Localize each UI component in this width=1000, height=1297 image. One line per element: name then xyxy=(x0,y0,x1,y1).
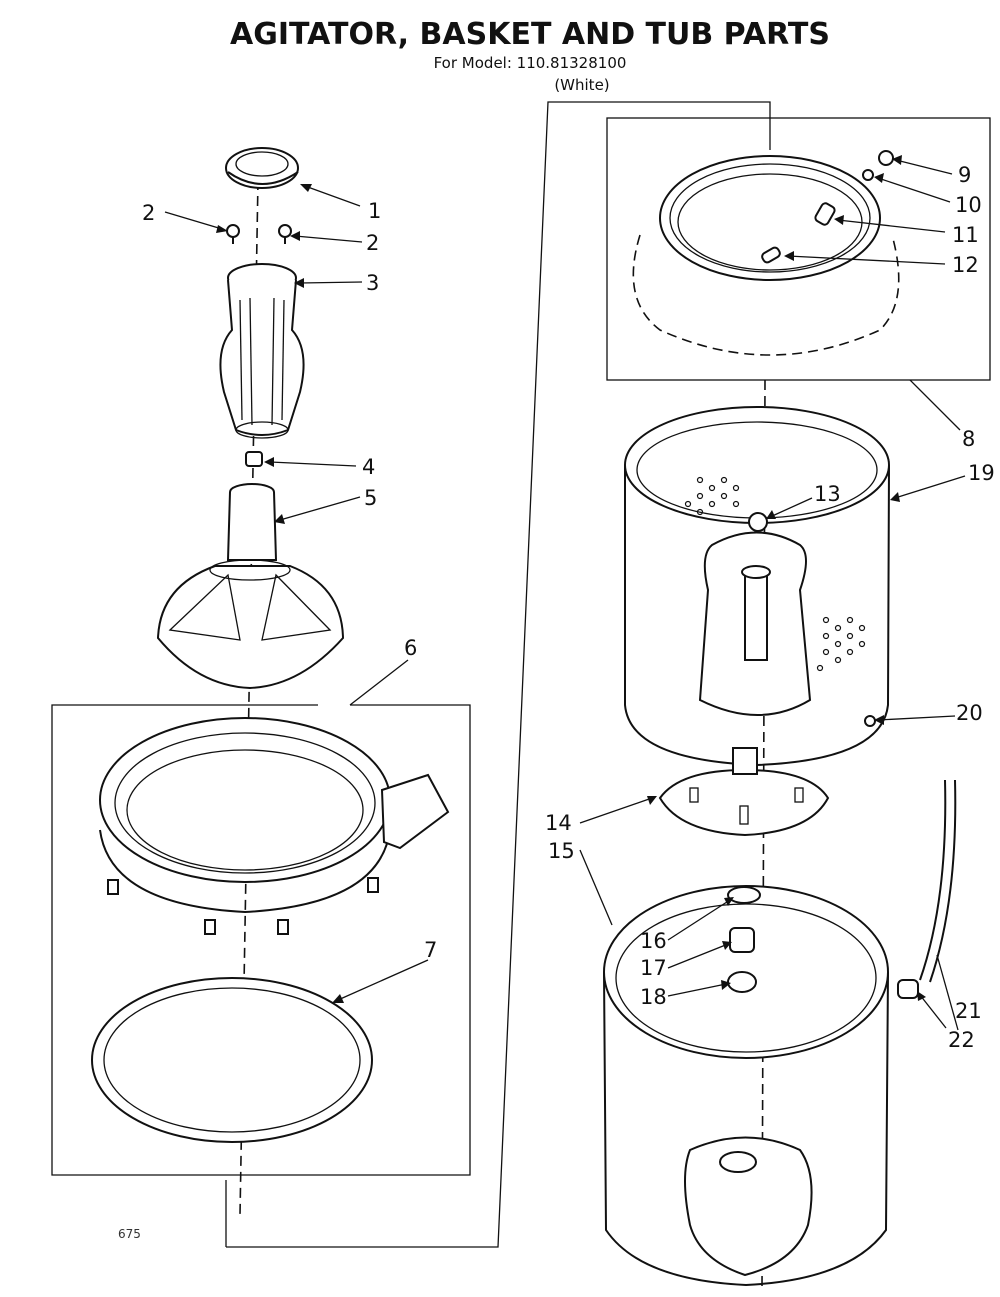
callout-11: 11 xyxy=(952,223,979,247)
callout-21: 21 xyxy=(955,999,982,1023)
callout-14: 14 xyxy=(545,811,572,835)
hose-clamp xyxy=(897,979,919,999)
basket-holes-lower xyxy=(816,616,866,672)
ring-nut xyxy=(878,150,894,166)
corner-note: 675 xyxy=(118,1227,141,1241)
leader-lines xyxy=(164,155,966,1031)
screw-left xyxy=(226,224,240,244)
callout-1: 1 xyxy=(368,199,381,223)
ring-bracket xyxy=(814,202,836,226)
callout-7: 7 xyxy=(424,938,437,962)
callout-9: 9 xyxy=(958,163,971,187)
callout-22: 22 xyxy=(948,1028,975,1052)
callout-16: 16 xyxy=(640,929,667,953)
ring-washer xyxy=(862,169,874,181)
callout-3: 3 xyxy=(366,271,379,295)
color-line: (White) xyxy=(554,76,609,94)
callout-labels: 1 2 2 3 4 5 6 7 8 9 10 11 12 13 14 15 16… xyxy=(142,163,995,1052)
callout-6: 6 xyxy=(404,636,417,660)
agitator-barrel xyxy=(219,263,305,439)
tub-bearing xyxy=(729,927,755,953)
callout-5: 5 xyxy=(364,486,377,510)
agitator-cap xyxy=(225,147,299,189)
drive-hub xyxy=(658,747,830,837)
callout-13: 13 xyxy=(814,482,841,506)
page-title: AGITATOR, BASKET AND TUB PARTS xyxy=(230,17,830,52)
agitator-nut xyxy=(245,451,263,467)
callout-8: 8 xyxy=(962,427,975,451)
callout-18: 18 xyxy=(640,985,667,1009)
tub-seal-ring xyxy=(727,886,761,904)
group-box-6 xyxy=(51,704,471,1176)
tub-gasket xyxy=(91,977,373,1143)
balance-ring xyxy=(632,155,900,356)
callout-12: 12 xyxy=(952,253,979,277)
tub-ring xyxy=(99,717,450,935)
callout-17: 17 xyxy=(640,956,667,980)
group-box-8 xyxy=(606,117,991,381)
overflow-hose xyxy=(919,779,957,983)
callout-4: 4 xyxy=(362,455,375,479)
ring-clip xyxy=(761,246,781,264)
callout-15: 15 xyxy=(548,839,575,863)
callout-10: 10 xyxy=(955,193,982,217)
basket-plug xyxy=(864,715,876,727)
axis-left xyxy=(239,179,259,1216)
callout-19: 19 xyxy=(968,461,995,485)
callout-2-right: 2 xyxy=(366,231,379,255)
callout-20: 20 xyxy=(956,701,983,725)
wash-basket xyxy=(624,406,890,767)
connector-bracket xyxy=(225,101,771,1248)
tub-seal xyxy=(727,971,757,993)
callout-2-left: 2 xyxy=(142,201,155,225)
model-line: For Model: 110.81328100 xyxy=(434,54,627,72)
agitator-base xyxy=(156,483,345,690)
basket-holes-upper xyxy=(684,476,740,516)
screw-right xyxy=(278,224,292,244)
